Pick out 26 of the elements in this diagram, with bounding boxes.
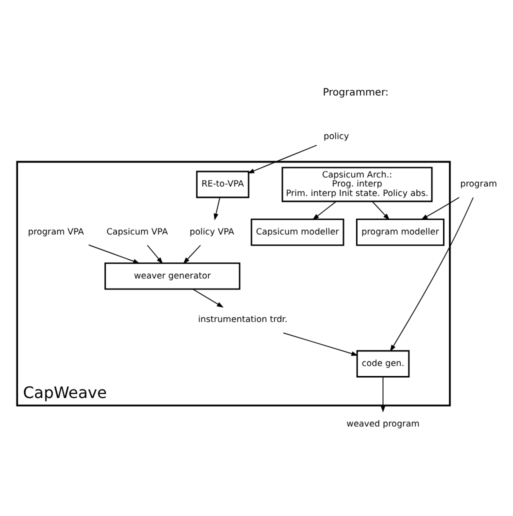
arrow [214, 196, 220, 220]
arrow [312, 200, 337, 220]
node-text: policy VPA [190, 226, 234, 237]
arrow [282, 332, 358, 356]
node-box: weaver generator [104, 262, 240, 290]
label: Programmer: [322, 86, 389, 98]
node-box: Capsicum Arch.: Prog. interp Prim. interp Init state. Policy abs. [282, 166, 433, 202]
node-text: program VPA [28, 226, 84, 237]
arrow [380, 376, 386, 412]
arrow [192, 288, 224, 308]
node-text: instrumentation trdr. [198, 314, 288, 325]
node-box: RE-to-VPA [196, 170, 250, 198]
node-text: policy [324, 131, 349, 142]
node-text: program [460, 179, 497, 190]
arrow [146, 244, 163, 264]
arrow [390, 196, 474, 352]
node-box: code gen. [356, 350, 410, 377]
node-text: Capsicum VPA [106, 226, 168, 237]
node-box: Capsicum modeller [250, 218, 344, 246]
arrow [420, 196, 460, 220]
arrow [372, 200, 390, 220]
arrow [247, 144, 318, 173]
node-box: program modeller [356, 218, 444, 246]
node-text: weaved program [346, 418, 420, 429]
arrow [88, 244, 140, 264]
arrow [183, 244, 201, 264]
